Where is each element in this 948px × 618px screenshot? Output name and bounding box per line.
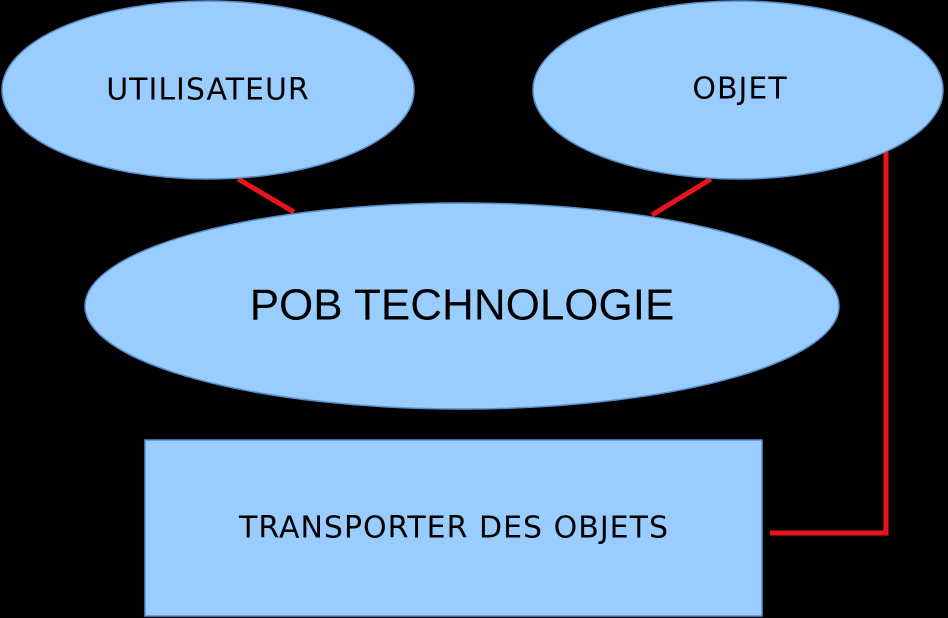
pob-ellipse	[84, 202, 840, 410]
node-pob-technologie: POB TECHNOLOGIE	[84, 202, 840, 410]
transporter-label: TRANSPORTER DES OBJETS	[238, 511, 669, 546]
node-objet: OBJET	[532, 0, 944, 180]
node-transporter: TRANSPORTER DES OBJETS	[144, 439, 763, 617]
node-utilisateur: UTILISATEUR	[1, 0, 415, 180]
transporter-box	[144, 439, 763, 617]
pob-label: POB TECHNOLOGIE	[250, 281, 675, 330]
objet-ellipse	[532, 0, 944, 180]
objet-label: OBJET	[692, 72, 787, 107]
connector-objet-pob	[650, 176, 713, 218]
connector-utilisateur-pob	[236, 176, 296, 215]
utilisateur-ellipse	[1, 0, 415, 180]
connector-objet-transporter	[770, 150, 889, 536]
utilisateur-label: UTILISATEUR	[106, 73, 310, 108]
